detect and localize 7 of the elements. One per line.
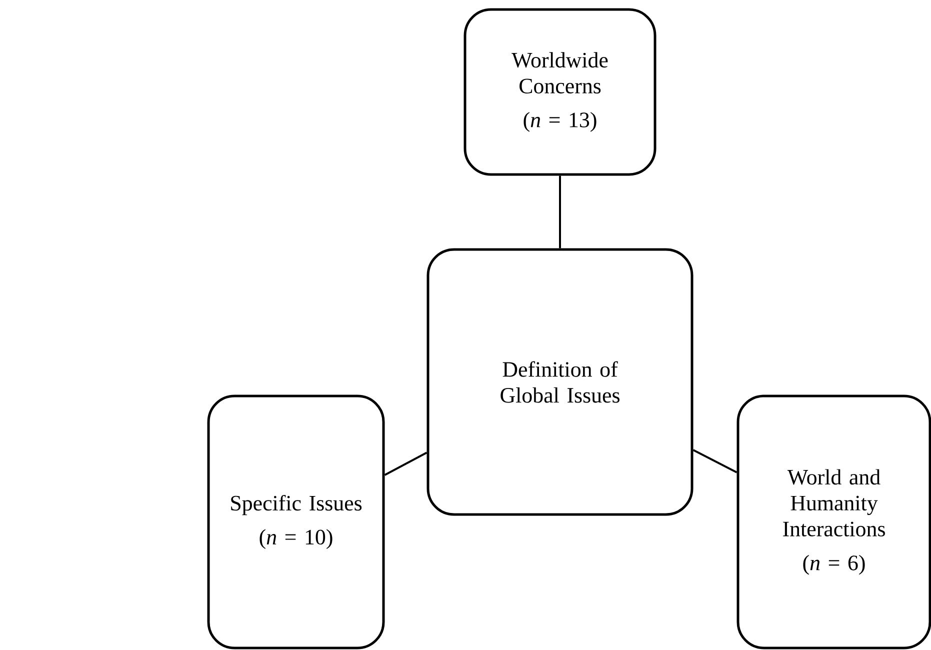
connector-line <box>692 449 738 474</box>
rounded-box: World and Humanity Interactions (n = 6) <box>736 394 931 650</box>
rounded-box: Specific Issues (n = 10) <box>207 394 385 650</box>
connector-line <box>384 452 428 476</box>
connector-line <box>559 176 561 248</box>
rounded-box: Definition of Global Issues <box>426 248 694 516</box>
rounded-box: Worldwide Concerns (n = 13) <box>464 8 656 176</box>
